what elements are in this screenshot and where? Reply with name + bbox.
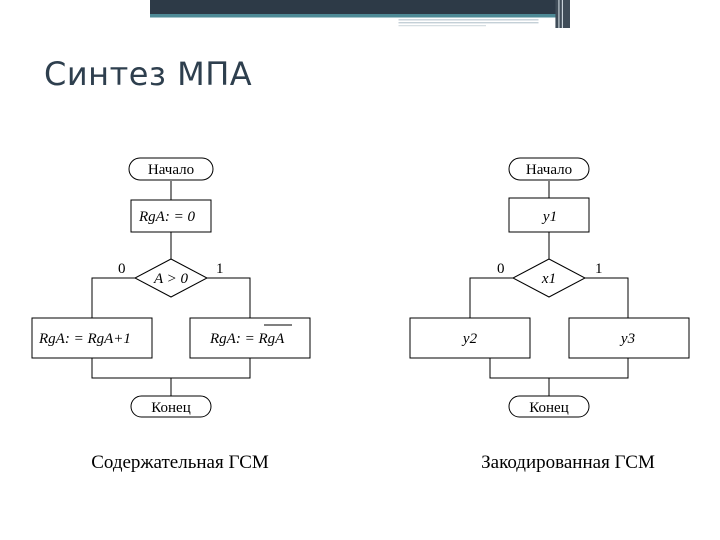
slide-header-bar [150,0,570,28]
left-connectors [91,181,251,396]
left-decision-label: A > 0 [153,271,189,287]
left-action-invert-operand: RgA [257,331,285,347]
left-end-terminal [130,395,212,418]
left-decision [133,258,209,298]
right-start-label: Начало [526,162,572,178]
right-flowchart: Начало y1 x1 0 1 y2 y3 Конец Закодирован… [409,157,690,473]
left-start-terminal [128,157,214,181]
right-yes-label: 1 [595,261,603,277]
left-action-increment [31,317,153,359]
right-action-y3 [568,317,690,359]
left-end-label: Конец [151,400,190,416]
left-init-block [130,199,212,233]
left-caption: Содержательная ГСМ [91,452,269,473]
left-no-label: 0 [118,261,126,277]
right-op-y1-label: y1 [541,209,557,225]
right-action-y2-label: y2 [461,331,478,347]
right-end-terminal [508,395,590,418]
right-end-label: Конец [529,400,568,416]
right-caption: Закодированная ГСМ [481,452,655,473]
right-op-y1 [508,197,590,233]
right-no-label: 0 [497,261,505,277]
left-init-label: RgA: = 0 [138,209,195,225]
left-flowchart: Начало RgA: = 0 A > 0 0 1 RgA: = RgA+1 R… [31,157,311,473]
right-action-y2 [409,317,531,359]
slide-title: Синтез МПА [44,55,253,93]
left-action-invert-label: RgA: = RgA [209,331,285,347]
right-action-y3-label: y3 [619,331,635,347]
right-decision-label: x1 [541,271,556,287]
left-start-label: Начало [148,162,194,178]
right-decision [511,258,587,298]
right-connectors [469,181,629,396]
left-action-increment-label: RgA: = RgA+1 [38,331,131,347]
left-yes-label: 1 [216,261,224,277]
left-action-invert-prefix: RgA: = [209,331,258,347]
right-start-terminal [508,157,590,181]
